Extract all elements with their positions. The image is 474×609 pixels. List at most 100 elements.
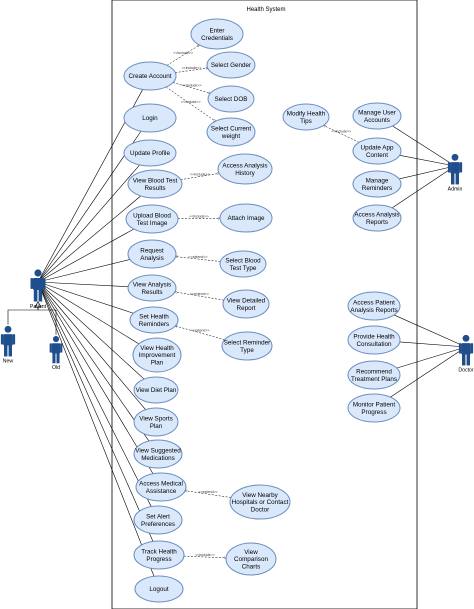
- association-line: [37, 281, 154, 474]
- association-layer: [7, 89, 467, 577]
- use-case-ellipse: [129, 306, 179, 334]
- use-case-select-dob[interactable]: Select DOB: [207, 85, 255, 113]
- use-case-logout[interactable]: Logout: [134, 575, 184, 603]
- actor-head: [4, 325, 12, 333]
- actor-old[interactable]: Old: [49, 335, 63, 371]
- use-case-ellipse: [352, 137, 402, 165]
- use-case-ellipse: [123, 103, 177, 133]
- use-case-ellipse: [127, 169, 183, 199]
- use-case-label: Request: [140, 248, 164, 255]
- association-line: [37, 281, 134, 314]
- use-case-ellipse: [133, 407, 179, 437]
- use-case-label: Treatment Plans: [351, 376, 397, 383]
- use-case-update-profile[interactable]: Update Profile: [123, 139, 177, 167]
- association-line: [37, 195, 141, 283]
- use-case-attach-image[interactable]: Attach Image: [219, 203, 273, 233]
- dependency-line: [176, 257, 221, 262]
- use-case-label: View Diet Plan: [136, 387, 177, 394]
- use-case-ellipse: [217, 153, 273, 185]
- actor-new[interactable]: New: [0, 325, 16, 365]
- use-case-label: Plan: [150, 423, 163, 430]
- actor-arm: [458, 343, 462, 354]
- use-case-ellipse: [352, 102, 402, 130]
- use-case-label: Track Health: [141, 549, 177, 556]
- use-case-ellipse: [221, 331, 273, 361]
- actor-admin[interactable]: Admin: [448, 153, 463, 193]
- use-case-label: Test Type: [230, 265, 257, 272]
- actor-head: [34, 269, 42, 277]
- use-case-label: Improvement: [139, 352, 176, 359]
- association-line: [399, 341, 467, 348]
- use-case-view-diet-plan[interactable]: View Diet Plan: [133, 376, 179, 404]
- use-case-ellipse: [132, 337, 182, 373]
- use-case-label: View Health: [140, 345, 174, 352]
- use-case-ellipse: [133, 540, 185, 570]
- actor-leg: [462, 354, 466, 366]
- actor-name: Admin: [448, 187, 463, 193]
- actor-head: [52, 335, 60, 343]
- use-case-label: Results: [142, 289, 163, 296]
- actor-name: New: [3, 359, 14, 365]
- dependency-label: <<include>>: [182, 84, 202, 88]
- use-case-ellipse: [219, 250, 267, 278]
- association-line: [37, 281, 155, 577]
- actor-doctor[interactable]: Doctor: [458, 334, 474, 374]
- use-case-ellipse: [206, 117, 256, 147]
- use-case-label: Results: [145, 185, 166, 192]
- use-case-label: Analysis: [140, 255, 163, 262]
- use-case-label: Manage: [366, 178, 389, 185]
- actor-head: [462, 334, 470, 342]
- use-case-login[interactable]: Login: [123, 103, 177, 133]
- use-case-label: Create Account: [128, 73, 171, 80]
- use-case-ellipse: [133, 439, 183, 469]
- use-case-label: Select Gender: [211, 62, 251, 69]
- dependency-line: [172, 82, 210, 94]
- use-case-ellipse: [207, 85, 255, 113]
- use-case-label: Set Alert: [146, 514, 170, 521]
- actor-head: [451, 153, 459, 161]
- use-case-label: View Detailed: [227, 298, 266, 305]
- use-case-label: Test Image: [137, 220, 168, 227]
- actor-patient[interactable]: Patient: [30, 269, 47, 310]
- use-case-select-gender[interactable]: Select Gender: [206, 51, 256, 79]
- use-case-label: Consultation: [356, 341, 392, 348]
- use-case-create-account[interactable]: Create Account: [123, 61, 177, 91]
- system-title: Health System: [246, 7, 285, 13]
- use-case-label: Attach Image: [227, 215, 265, 222]
- association-line: [37, 281, 150, 442]
- use-case-label: Login: [142, 115, 158, 122]
- dependency-line: [175, 68, 208, 73]
- association-line: [37, 164, 140, 283]
- actor-arm: [0, 334, 4, 345]
